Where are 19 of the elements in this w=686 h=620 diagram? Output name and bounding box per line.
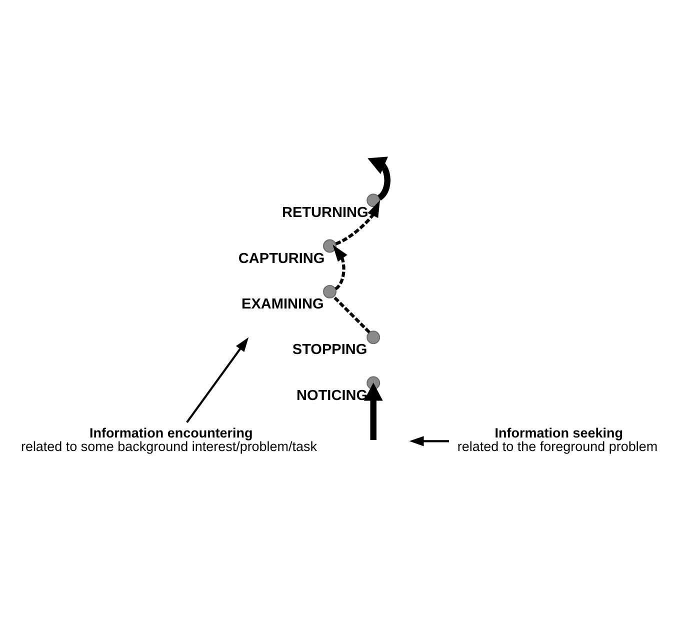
node-circle (366, 194, 380, 208)
node-circle (366, 376, 380, 390)
node-label: EXAMINING (242, 296, 324, 313)
arrow (332, 244, 348, 290)
arrow (186, 337, 249, 424)
node-label: STOPPING (292, 342, 368, 358)
node-label: RETURNING (282, 205, 368, 222)
node-text: Information seeking related to the foreground problem (457, 425, 658, 454)
node-label: CAPTURING (238, 250, 325, 267)
node-circle (323, 239, 337, 253)
arrow (368, 156, 390, 218)
arrow (335, 200, 380, 246)
arrow (409, 436, 449, 446)
node-label: NOTICING (296, 388, 368, 404)
node-circle (323, 284, 337, 298)
node-circle (366, 330, 380, 344)
node-text: Information encountering related to some background interest/problem/task (20, 425, 318, 454)
arrow (364, 382, 383, 440)
connector (332, 296, 370, 334)
